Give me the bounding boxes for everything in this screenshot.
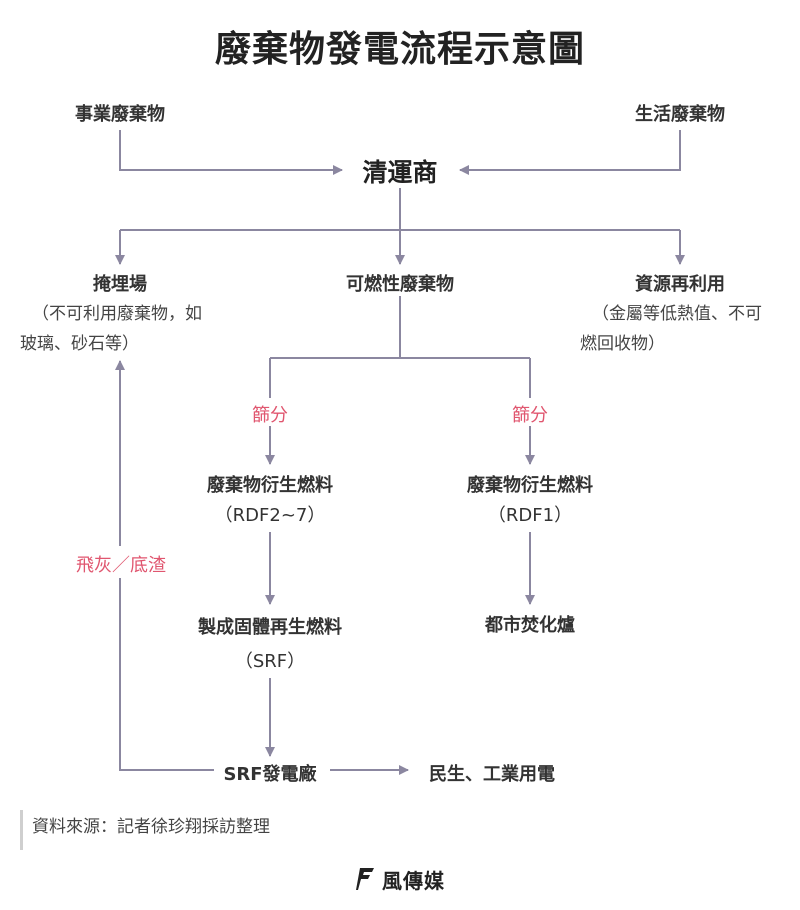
srf-code: （SRF） xyxy=(234,651,306,672)
node-incinerator: 都市焚化爐 xyxy=(485,615,575,636)
rdf-1-code: （RDF1） xyxy=(487,505,573,526)
node-electricity: 民生、工業用電 xyxy=(429,764,555,785)
node-hauler: 清運商 xyxy=(362,158,438,187)
page-title: 廢棄物發電流程示意圖 xyxy=(214,29,585,70)
source-divider xyxy=(20,810,23,850)
landfill-note-line-2: 玻璃、砂石等） xyxy=(20,334,139,354)
brand-logo: 風傳媒 xyxy=(356,864,445,894)
srf-label: 製成固體再生燃料 xyxy=(198,617,342,638)
recycling-note-line-2: 燃回收物） xyxy=(580,334,665,354)
rdf-2-7-label: 廢棄物衍生燃料 xyxy=(207,475,333,496)
edge-household-to-hauler xyxy=(459,130,681,175)
node-business-waste: 事業廢棄物 xyxy=(75,104,165,125)
node-srf: 製成固體再生燃料 （SRF） xyxy=(160,611,380,679)
rdf-1-label: 廢棄物衍生燃料 xyxy=(467,475,593,496)
node-landfill-note: （不可利用廢棄物，如 玻璃、砂石等） xyxy=(20,299,202,359)
landfill-note-line-1: （不可利用廢棄物，如 xyxy=(32,304,202,324)
brand-name: 風傳媒 xyxy=(382,868,445,893)
recycling-note-line-1: （金屬等低熱值、不可 xyxy=(592,304,762,324)
brand-mark-icon xyxy=(356,868,374,890)
node-recycling-note: （金屬等低熱值、不可 燃回收物） xyxy=(580,299,762,359)
edge-label-sort-left: 篩分 xyxy=(252,405,288,426)
node-landfill: 掩埋場 xyxy=(93,274,147,295)
node-combustible-waste: 可燃性廢棄物 xyxy=(346,274,454,295)
node-srf-power-plant: SRF發電廠 xyxy=(223,764,317,785)
node-recycling: 資源再利用 xyxy=(635,274,725,295)
edge-business-to-hauler xyxy=(119,130,343,175)
edge-label-ash: 飛灰／底渣 xyxy=(56,551,186,577)
node-rdf-2-7: 廢棄物衍生燃料 （RDF2~7） xyxy=(170,471,370,531)
rdf-2-7-code: （RDF2~7） xyxy=(214,505,326,526)
node-household-waste: 生活廢棄物 xyxy=(635,104,725,125)
edge-label-sort-right: 篩分 xyxy=(512,405,548,426)
source-credit: 資料來源：記者徐珍翔採訪整理 xyxy=(32,817,270,837)
node-rdf-1: 廢棄物衍生燃料 （RDF1） xyxy=(430,471,630,531)
edge-ash-to-landfill-lower xyxy=(119,578,214,771)
